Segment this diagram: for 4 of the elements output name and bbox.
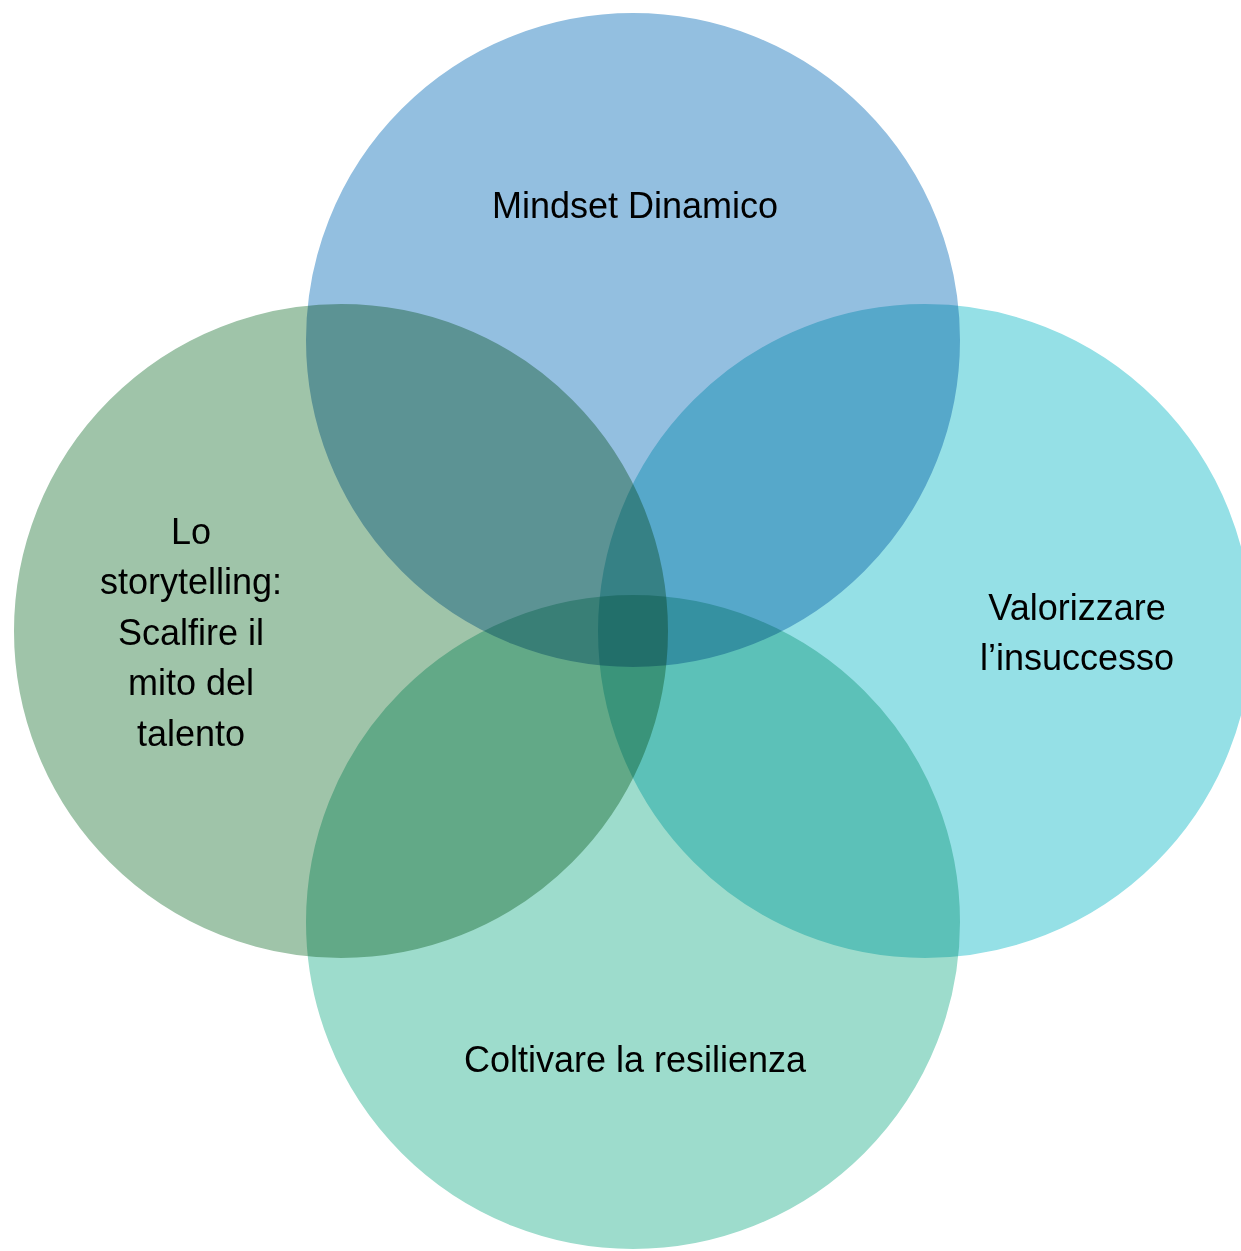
topic-label: Mindset Dinamico <box>490 183 780 228</box>
topic-label: Valorizzare l’insuccesso <box>978 585 1176 680</box>
topic-label: Lo storytelling: Scalfire il mito del talento <box>98 510 284 756</box>
topic-label: Coltivare la resilienza <box>462 1037 808 1082</box>
